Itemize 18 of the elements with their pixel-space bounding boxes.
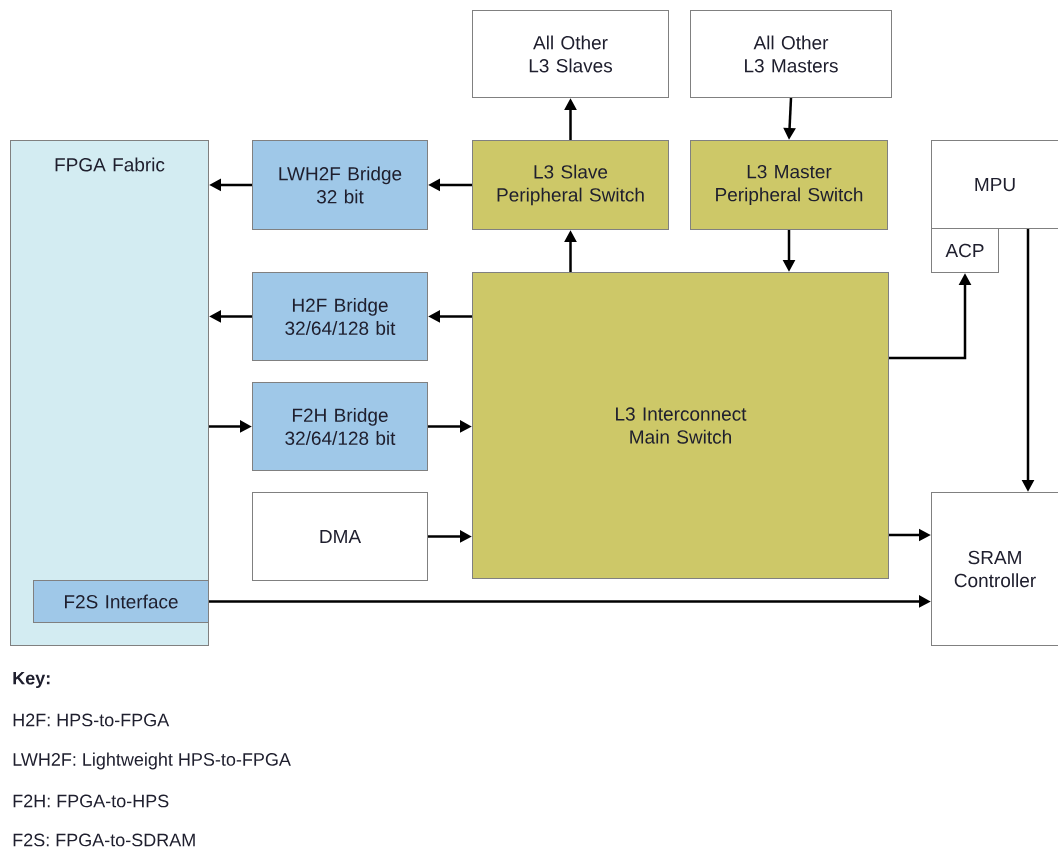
block-box: DMA	[252, 492, 428, 581]
key-heading: Key:	[13, 671, 50, 689]
block-box: All Other L3 Masters	[690, 10, 892, 98]
key-entry: F2H: FPGA-to-HPS	[13, 794, 169, 808]
switch-box: L3 Master Peripheral Switch	[690, 140, 888, 230]
key-entry: H2F: HPS-to-FPGA	[13, 713, 170, 727]
bridge-box: LWH2F Bridge 32 bit	[252, 140, 428, 230]
switch-box: L3 Slave Peripheral Switch	[472, 140, 669, 230]
block-box: All Other L3 Slaves	[472, 10, 669, 98]
port-box: ACP	[931, 228, 999, 273]
key-entry: LWH2F: Lightweight HPS-to-FPGA	[13, 752, 291, 770]
key-entry: F2S: FPGA-to-SDRAM	[13, 833, 195, 847]
controller-box: SRAM Controller	[931, 492, 1058, 646]
interface-box: F2S Interface	[33, 580, 209, 623]
bridge-box: F2H Bridge 32/64/128 bit	[252, 382, 428, 471]
processor-box: MPU	[931, 140, 1058, 229]
bridge-box: H2F Bridge 32/64/128 bit	[252, 272, 428, 361]
switch-box: L3 Interconnect Main Switch	[472, 272, 889, 579]
